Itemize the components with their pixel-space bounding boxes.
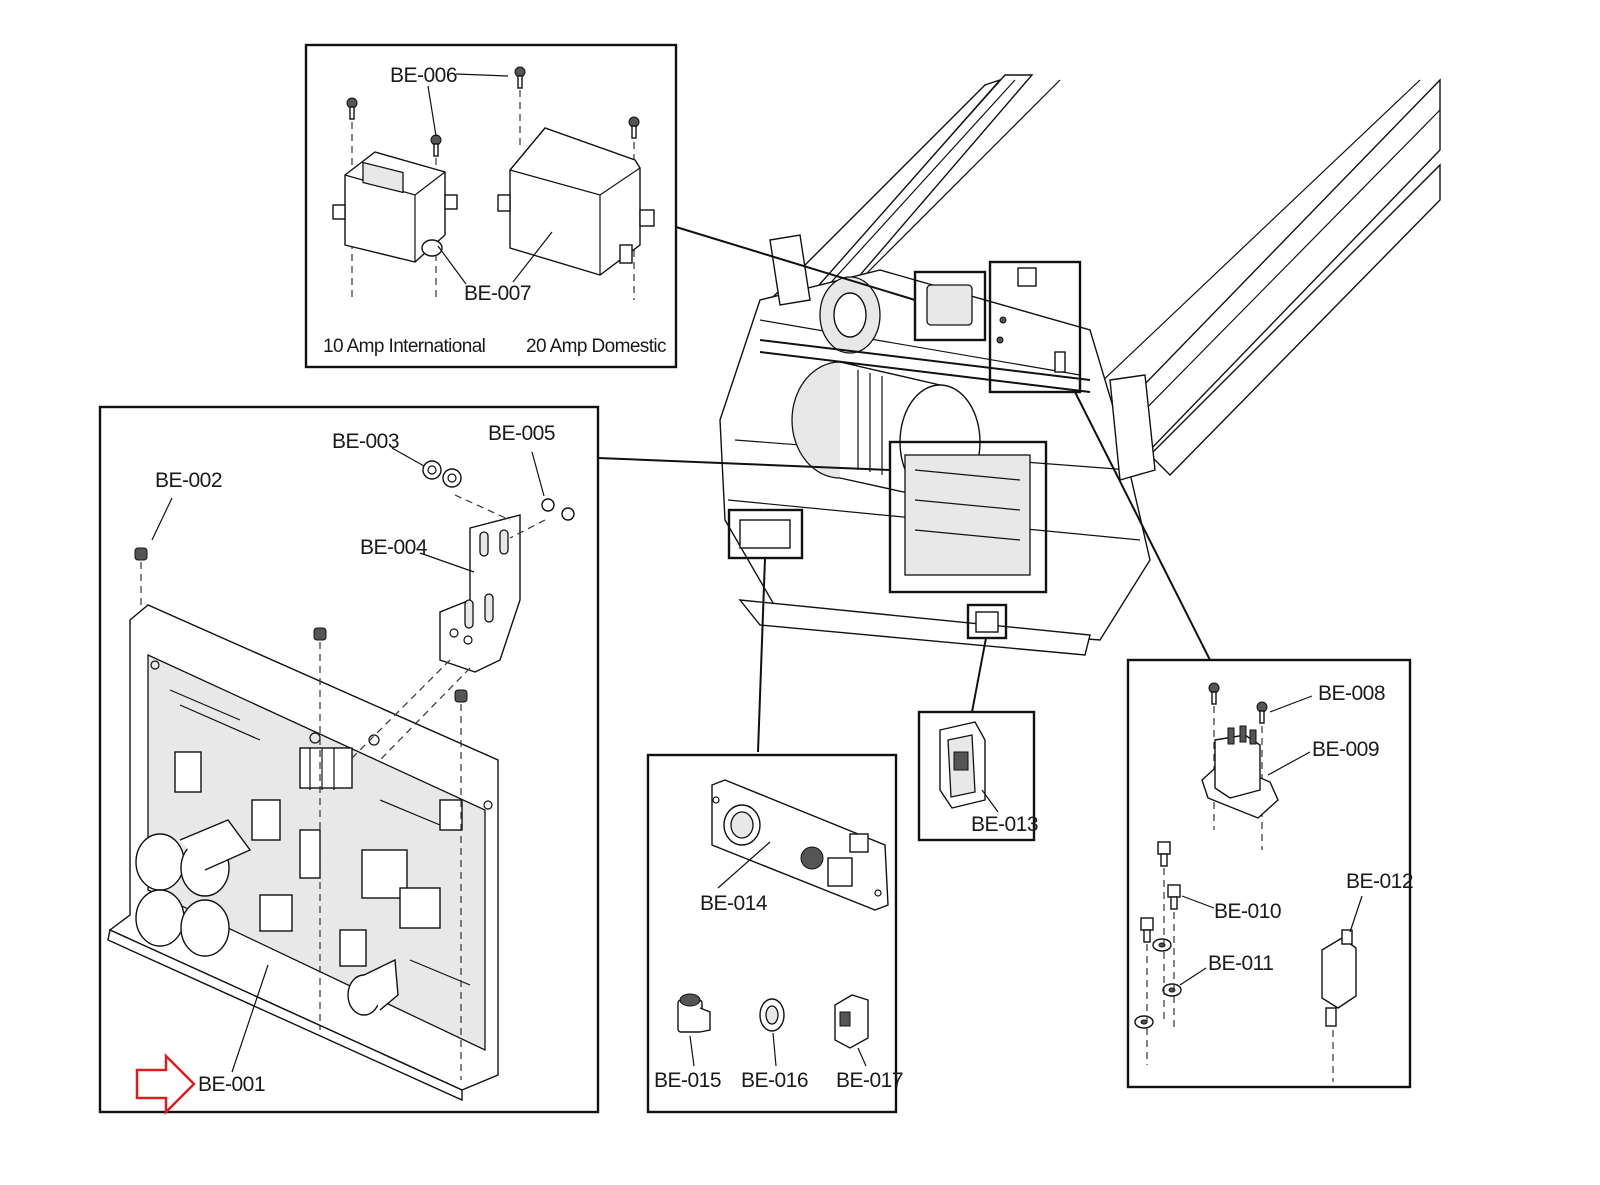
label-be-011: BE-011 bbox=[1208, 952, 1274, 975]
caption-20-amp-domestic: 20 Amp Domestic bbox=[526, 336, 666, 357]
toggle-switch-icon bbox=[1321, 929, 1357, 1027]
detail-callout-frames bbox=[727, 260, 1082, 640]
label-be-003: BE-003 bbox=[332, 430, 399, 453]
label-be-016: BE-016 bbox=[741, 1069, 808, 1092]
label-be-009: BE-009 bbox=[1312, 738, 1379, 761]
jack-icon bbox=[834, 994, 869, 1049]
label-be-007: BE-007 bbox=[464, 282, 531, 305]
label-be-010: BE-010 bbox=[1214, 900, 1281, 923]
filter-20amp bbox=[497, 127, 655, 276]
label-be-002: BE-002 bbox=[155, 469, 222, 492]
caption-10-amp-international: 10 Amp International bbox=[323, 336, 485, 357]
connector-icon bbox=[677, 993, 711, 1033]
label-be-004: BE-004 bbox=[360, 536, 428, 559]
red-outline-arrow-icon bbox=[135, 1052, 196, 1116]
grommet-icon bbox=[759, 998, 785, 1032]
standoff-icon bbox=[134, 547, 468, 703]
console-plate-box: BE-014 BE-015 BE-016 BE-017 bbox=[646, 753, 904, 1114]
label-be-012: BE-012 bbox=[1346, 870, 1413, 893]
power-inlet-box: BE-008 BE-009 BE-010 BE-011 BE-012 bbox=[1126, 658, 1414, 1089]
label-be-013: BE-013 bbox=[971, 813, 1038, 836]
ac-inlet-icon bbox=[1201, 725, 1279, 819]
label-be-005: BE-005 bbox=[488, 422, 555, 445]
label-be-017: BE-017 bbox=[836, 1069, 903, 1092]
label-be-015: BE-015 bbox=[654, 1069, 721, 1092]
callout-leaders bbox=[597, 226, 1211, 753]
bolt-icon bbox=[1140, 841, 1181, 943]
filter-10amp bbox=[332, 151, 458, 263]
nut-icon bbox=[422, 460, 462, 488]
power-switch-box: BE-013 bbox=[917, 710, 1039, 842]
screw-icon bbox=[346, 66, 640, 157]
screw-icon bbox=[541, 498, 575, 521]
mounting-bracket bbox=[439, 514, 521, 673]
label-be-006: BE-006 bbox=[390, 64, 457, 87]
controller-board-box: BE-002 BE-003 BE-005 BE-004 BE-001 bbox=[98, 405, 600, 1116]
label-be-014: BE-014 bbox=[700, 892, 768, 915]
nut-icon bbox=[1134, 938, 1182, 1029]
capacitor-cluster bbox=[135, 819, 252, 957]
screw-icon bbox=[1208, 682, 1268, 724]
label-be-008: BE-008 bbox=[1318, 682, 1385, 705]
label-be-001: BE-001 bbox=[198, 1073, 265, 1096]
line-filter-box: BE-006 BE-007 10 Amp International 20 Am… bbox=[304, 43, 678, 369]
